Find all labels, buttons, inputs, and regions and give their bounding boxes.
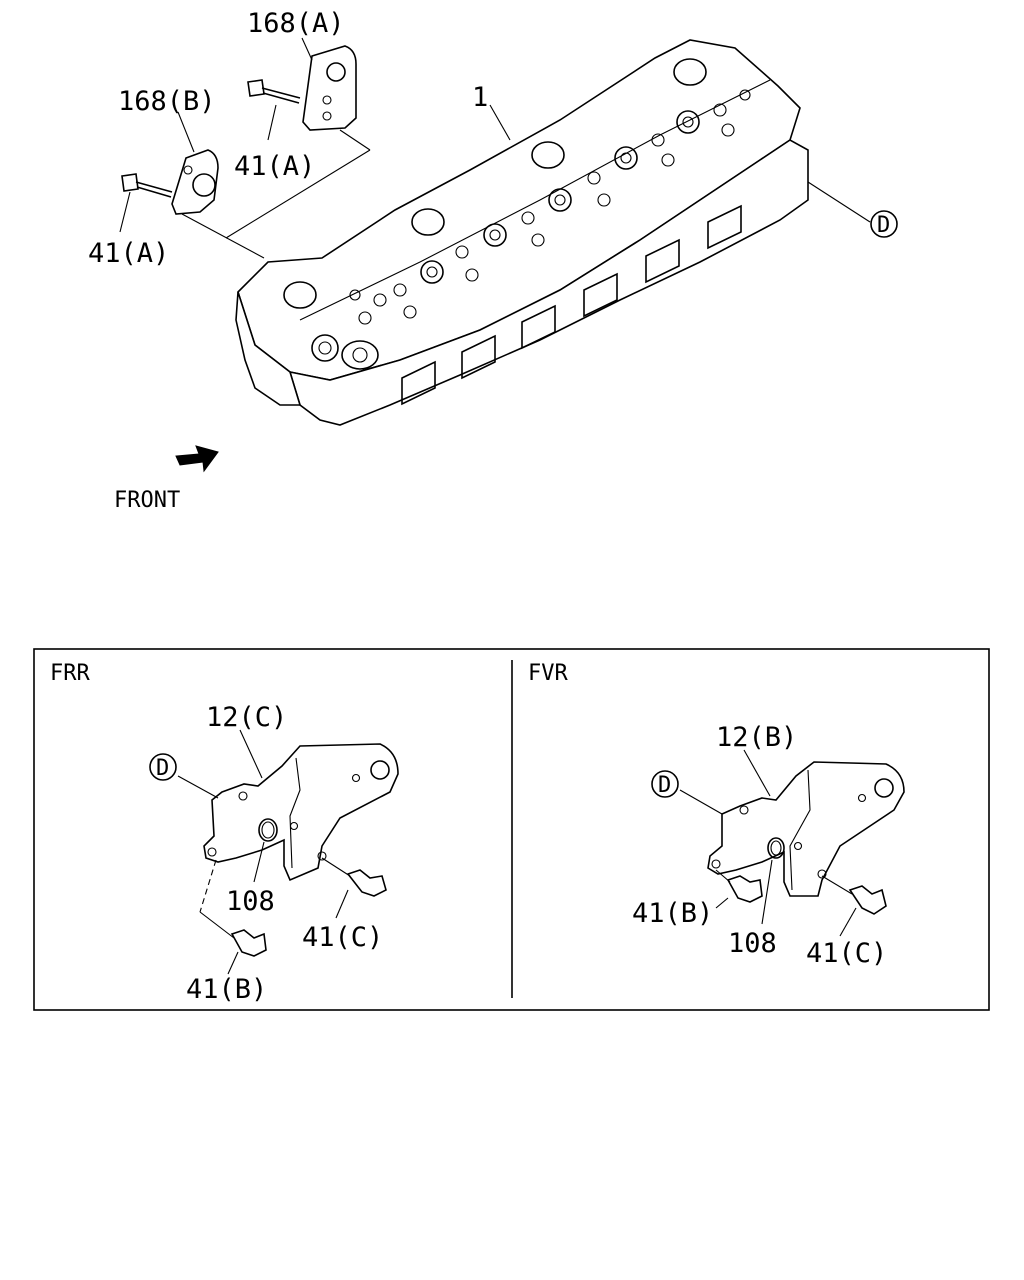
callout-12b: 12(B) <box>716 722 797 753</box>
callout-41a-upper: 41(A) <box>234 151 315 182</box>
panel-frr-title: FRR <box>50 661 90 686</box>
cam-journals <box>283 58 707 309</box>
front-label: FRONT <box>114 488 180 513</box>
bolt-41a-upper <box>247 79 301 104</box>
callout-108-fvr: 108 <box>728 928 777 959</box>
callout-41c-frr: 41(C) <box>302 922 383 953</box>
bolt-41c-fvr <box>848 885 887 915</box>
front-arrow-icon <box>175 445 219 473</box>
intake-ports <box>401 204 742 406</box>
ref-d-fvr-letter: D <box>658 773 671 798</box>
callout-108-frr: 108 <box>226 886 275 917</box>
panel-fvr: FVR 12(B) <box>528 661 905 969</box>
head-bosses <box>311 89 751 362</box>
bolt-41a-lower <box>121 173 173 198</box>
bracket-12b <box>707 761 905 897</box>
panel-fvr-title: FVR <box>528 661 568 686</box>
fvr-leaders <box>679 749 857 937</box>
ref-d-main: D <box>870 210 898 238</box>
callout-12c: 12(C) <box>206 702 287 733</box>
washer-108-fvr <box>767 837 785 859</box>
detail-box <box>33 648 990 1011</box>
bracket-12c <box>203 743 399 882</box>
ref-d-fvr: D <box>651 770 679 798</box>
bracket-168b <box>171 149 219 215</box>
bolt-41b-frr <box>230 929 267 957</box>
frr-leaders <box>177 729 351 975</box>
ref-d-frr-letter: D <box>156 756 169 781</box>
cylinder-head <box>235 39 809 426</box>
callout-41a-lower: 41(A) <box>88 238 169 269</box>
bracket-168a <box>302 45 357 131</box>
panel-frr: FRR 1 <box>50 661 399 1005</box>
callout-41c-fvr: 41(C) <box>806 938 887 969</box>
bolt-41c-frr <box>346 869 387 897</box>
ref-d-frr: D <box>149 753 177 781</box>
main-leaders <box>119 37 871 259</box>
callout-41b-frr: 41(B) <box>186 974 267 1005</box>
bolt-41b-fvr <box>726 875 763 903</box>
callout-head: 1 <box>472 82 488 113</box>
callout-168b: 168(B) <box>118 86 216 117</box>
ref-d-main-letter: D <box>877 213 890 238</box>
washer-108-frr <box>258 818 278 842</box>
callout-168a: 168(A) <box>247 8 345 39</box>
callout-41b-fvr: 41(B) <box>632 898 713 929</box>
